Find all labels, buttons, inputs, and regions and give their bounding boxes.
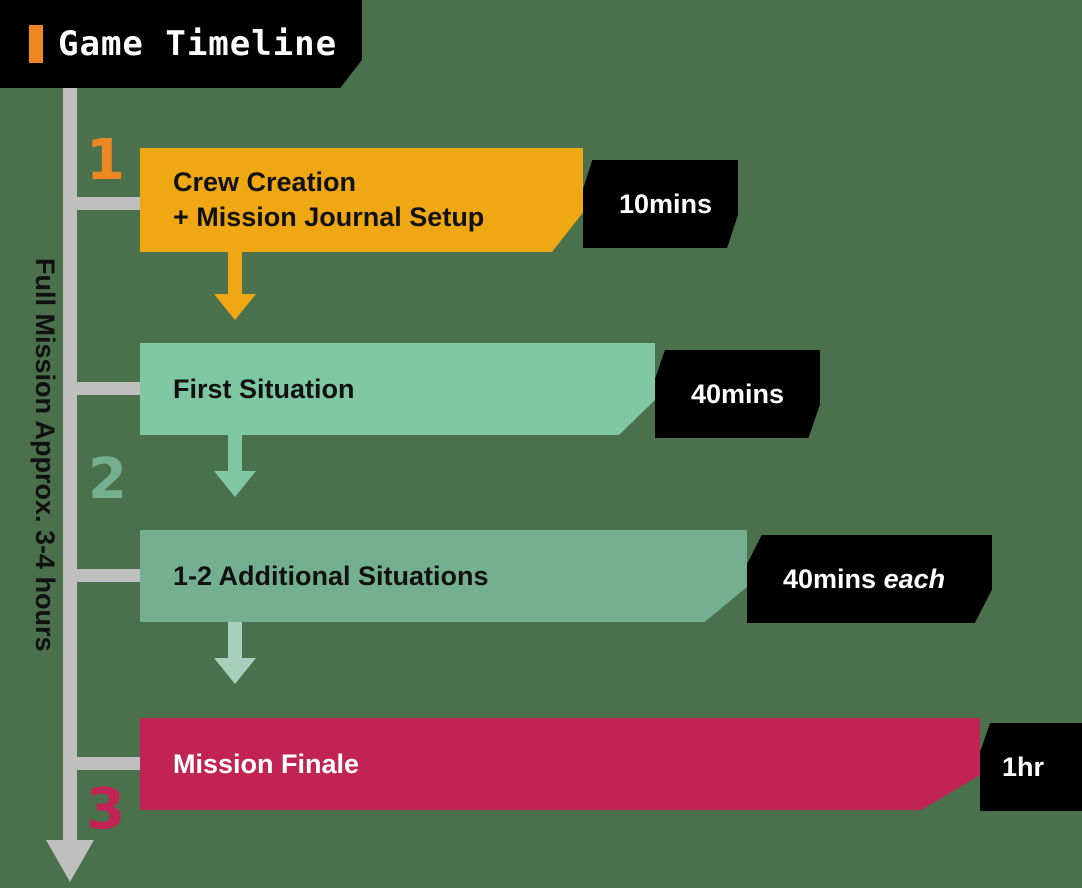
total-duration-label: Full Mission Approx. 3-4 hours xyxy=(30,258,60,652)
step-number-3: 3 xyxy=(86,777,125,842)
timeline-tick-3 xyxy=(63,569,148,582)
arrow-head xyxy=(214,471,256,497)
arrow-head xyxy=(214,294,256,320)
duration-badge-4: 1hr xyxy=(980,723,1082,811)
arrow-head xyxy=(214,658,256,684)
arrow-stem xyxy=(228,435,242,475)
step-number-2: 2 xyxy=(88,447,127,512)
duration-badge-3: 40mins each xyxy=(747,535,992,623)
duration-qualifier: each xyxy=(883,563,946,594)
timeline-tick-1 xyxy=(63,197,148,210)
timeline-spine xyxy=(63,88,77,853)
phase-label: Mission Finale xyxy=(173,748,360,779)
arrow-stem xyxy=(228,622,242,662)
duration-badge-2: 40mins xyxy=(655,350,820,438)
duration-number: 40mins xyxy=(783,563,884,594)
duration-value: 40mins each xyxy=(783,564,945,595)
flow-arrow-1-icon xyxy=(214,252,256,320)
duration-value: 1hr xyxy=(1002,751,1045,782)
page-title: Game Timeline xyxy=(58,24,338,64)
header-accent-bar xyxy=(29,25,43,63)
phase-bar-additional-situations: 1-2 Additional Situations xyxy=(140,530,747,622)
phase-label: Crew Creation + Mission Journal Setup xyxy=(173,167,485,232)
arrow-stem xyxy=(228,252,242,298)
phase-label: 1-2 Additional Situations xyxy=(173,560,489,591)
flow-arrow-3-icon xyxy=(214,622,256,684)
phase-bar-crew-creation: Crew Creation + Mission Journal Setup xyxy=(140,148,583,252)
header-banner xyxy=(0,0,362,88)
duration-badge-1: 10mins xyxy=(583,160,738,248)
flow-arrow-2-icon xyxy=(214,435,256,497)
duration-value: 10mins xyxy=(619,188,713,219)
timeline-tick-4 xyxy=(63,757,148,770)
phase-label: First Situation xyxy=(173,373,355,404)
phase-bar-first-situation: First Situation xyxy=(140,343,655,435)
step-number-1: 1 xyxy=(86,128,125,193)
duration-value: 40mins xyxy=(691,378,785,409)
phase-bar-mission-finale: Mission Finale xyxy=(140,718,980,810)
timeline-tick-2 xyxy=(63,382,148,395)
